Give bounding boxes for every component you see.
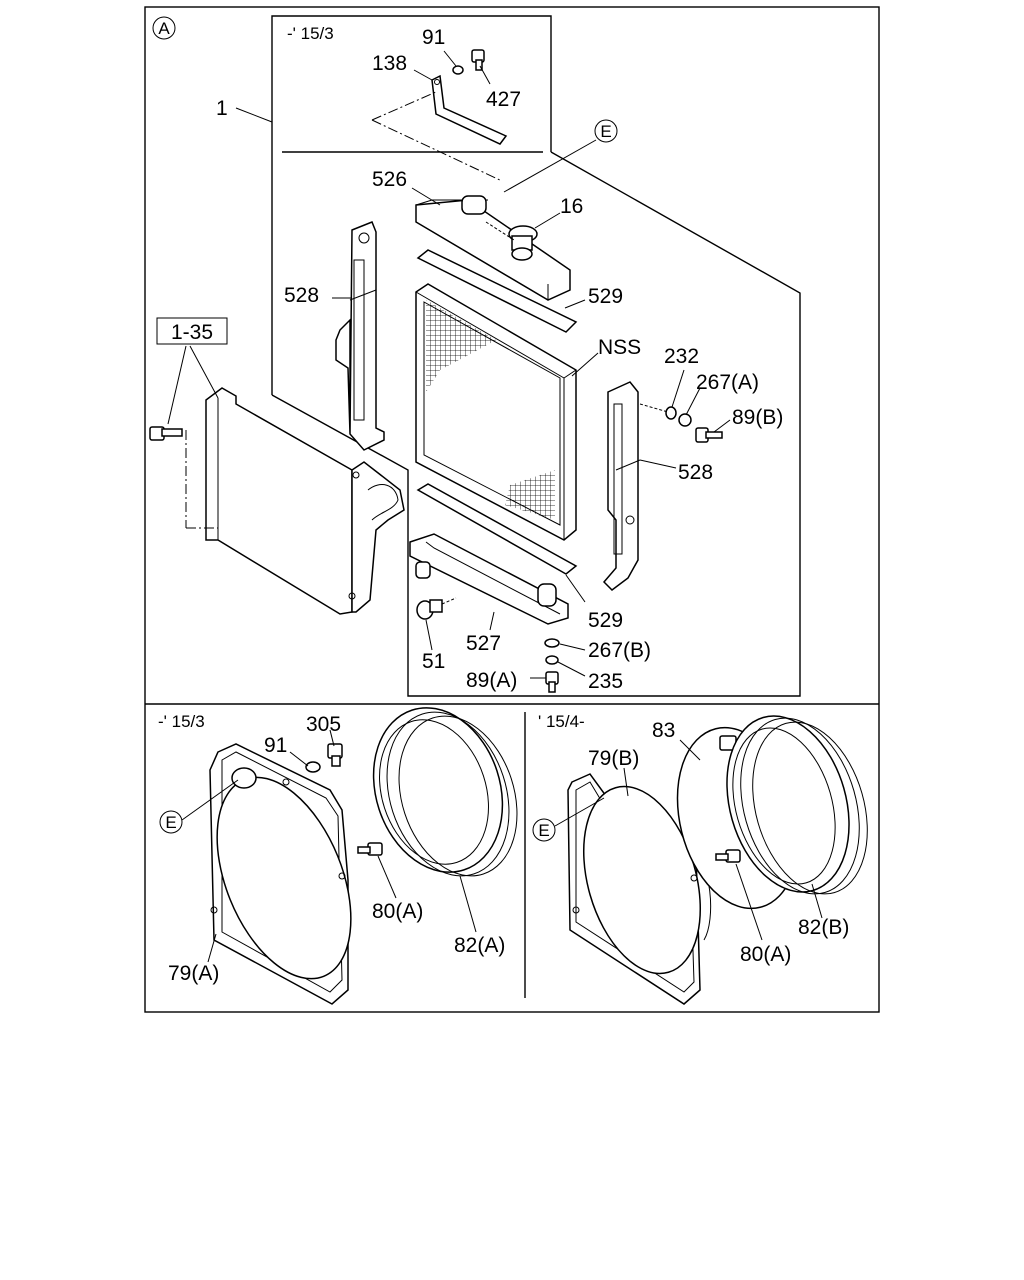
leader-lines-bottom-left xyxy=(181,729,477,963)
svg-text:1-35: 1-35 xyxy=(171,321,213,344)
label-91: 91 xyxy=(422,26,445,49)
period-label-left: -' 15/3 xyxy=(158,712,205,731)
bolt-305 xyxy=(327,743,343,767)
leader-line xyxy=(235,107,273,123)
leader-lines-top xyxy=(167,50,731,679)
bracket-138 xyxy=(431,74,508,145)
label-83: 83 xyxy=(652,719,675,742)
label-16: 16 xyxy=(560,195,583,218)
label-529-lower: 529 xyxy=(588,609,623,632)
panel-marker: A xyxy=(152,16,176,40)
label-79a: 79(A) xyxy=(168,962,219,985)
label-80a-right: 80(A) xyxy=(740,943,791,966)
shroud-ring-82a xyxy=(372,707,518,877)
label-79b: 79(B) xyxy=(588,747,639,770)
label-232: 232 xyxy=(664,345,699,368)
label-91-bottom: 91 xyxy=(264,734,287,757)
radiator-cap-16 xyxy=(508,225,538,261)
svg-text:A: A xyxy=(158,19,170,38)
label-526: 526 xyxy=(372,168,407,191)
label-nss: NSS xyxy=(598,336,641,359)
ref-box-1-35: 1-35 xyxy=(156,317,228,345)
label-527: 527 xyxy=(466,632,501,655)
leader-dash xyxy=(639,403,669,413)
inset-period-label: -' 15/3 xyxy=(287,24,334,43)
label-138: 138 xyxy=(372,52,407,75)
fastener-232 xyxy=(665,406,677,420)
label-529-upper: 529 xyxy=(588,285,623,308)
label-80a-left: 80(A) xyxy=(372,900,423,923)
bolt-89b xyxy=(695,427,723,443)
leader-dash xyxy=(371,119,503,182)
lower-tank-527 xyxy=(409,533,569,625)
leader-dash xyxy=(441,597,457,605)
label-427: 427 xyxy=(486,88,521,111)
radiator-assembly-1-35 xyxy=(185,387,405,615)
bolt-427 xyxy=(471,49,485,71)
shroud-ring-82b xyxy=(726,715,868,895)
marker-e-top: E xyxy=(594,119,618,143)
label-89a: 89(A) xyxy=(466,669,517,692)
side-bracket-528-left xyxy=(335,221,385,451)
label-528-left: 528 xyxy=(284,284,319,307)
fan-shroud-79a xyxy=(209,743,352,1005)
marker-e-bottom-right: E xyxy=(532,818,556,842)
upper-tank-526 xyxy=(415,195,571,301)
label-1: 1 xyxy=(216,97,228,120)
label-82b: 82(B) xyxy=(798,916,849,939)
gasket-529-lower xyxy=(416,483,578,575)
assembly-frame xyxy=(271,15,801,697)
label-528-right: 528 xyxy=(678,461,713,484)
drain-cock-51 xyxy=(416,599,443,620)
radiator-core xyxy=(415,283,577,541)
washer-91-bottom xyxy=(305,761,321,773)
period-label-right: ' 15/4- xyxy=(538,712,585,731)
label-267a: 267(A) xyxy=(696,371,759,394)
bolt-stack-89a xyxy=(544,638,560,693)
label-305: 305 xyxy=(306,713,341,736)
leader-dash xyxy=(371,91,437,121)
gasket-529-upper xyxy=(416,249,578,333)
svg-text:E: E xyxy=(600,122,611,141)
label-89b: 89(B) xyxy=(732,406,783,429)
label-267b: 267(B) xyxy=(588,639,651,662)
marker-e-bottom-left: E xyxy=(159,810,183,834)
bolt-80a-right xyxy=(715,849,741,863)
label-51: 51 xyxy=(422,650,445,673)
bolt-80a-left xyxy=(357,842,383,856)
leader-dash xyxy=(485,221,515,241)
svg-text:E: E xyxy=(165,813,176,832)
svg-text:E: E xyxy=(538,821,549,840)
washer-267a xyxy=(678,413,692,427)
washer-91 xyxy=(452,65,464,75)
label-235: 235 xyxy=(588,670,623,693)
diagram-frame xyxy=(144,6,880,1013)
side-bracket-528-right xyxy=(602,381,641,591)
leader-lines-bottom-right xyxy=(554,739,823,941)
label-82a: 82(A) xyxy=(454,934,505,957)
bolt-1-35 xyxy=(149,426,183,441)
